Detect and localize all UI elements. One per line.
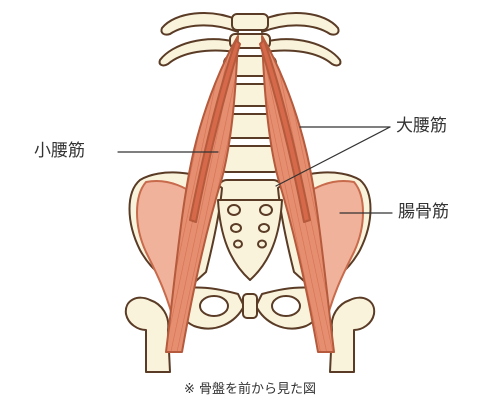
sacral-foramina	[227, 204, 273, 249]
left-femur	[124, 296, 171, 373]
right-psoas-minor	[259, 39, 311, 223]
obturator-foramina	[199, 295, 301, 317]
right-femur	[329, 296, 376, 373]
label-psoas-minor: 小腰筋	[34, 141, 85, 161]
leader-psoas-major-2	[275, 126, 391, 187]
label-iliacus: 腸骨筋	[398, 202, 449, 222]
left-psoas-minor	[189, 39, 241, 223]
psoas-minor-muscles	[189, 39, 311, 223]
sacrum	[217, 199, 283, 281]
label-psoas-major: 大腰筋	[396, 116, 447, 136]
leader-lines	[117, 126, 393, 214]
caption: ※ 骨盤を前から見た図	[183, 382, 317, 397]
ribs	[158, 12, 342, 67]
